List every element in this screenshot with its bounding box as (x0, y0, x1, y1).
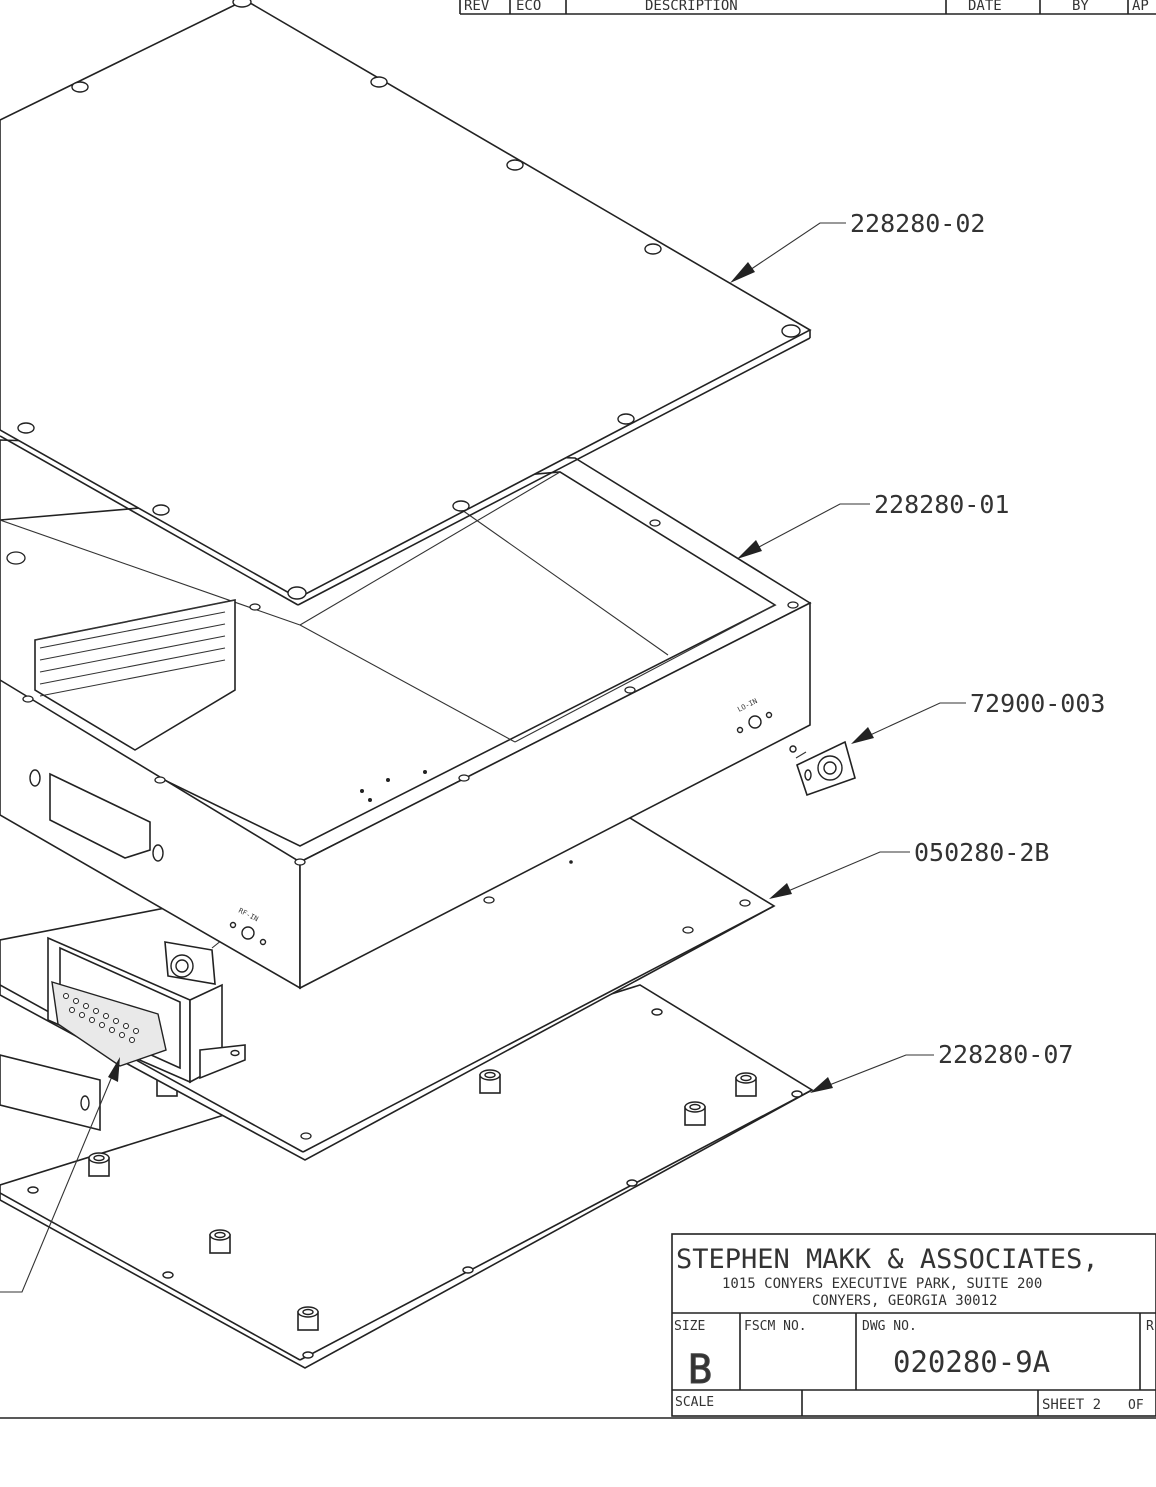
size-value: B (688, 1347, 712, 1393)
of-label: OF (1128, 1398, 1144, 1413)
revision-block: REV ECO DESCRIPTION DATE BY AP (460, 0, 1156, 14)
company-name: STEPHEN MAKK & ASSOCIATES, (676, 1244, 1099, 1275)
sma-connector (790, 742, 855, 795)
fscm-label: FSCM NO. (744, 1319, 807, 1334)
address-line-2: CONYERS, GEORGIA 30012 (812, 1293, 997, 1309)
eco-header: ECO (516, 0, 541, 14)
approved-header: AP (1132, 0, 1149, 14)
description-header: DESCRIPTION (645, 0, 738, 14)
callout-228280-07: 228280-07 (938, 1040, 1073, 1069)
dwg-number: 020280-9A (893, 1345, 1050, 1379)
callout-228280-02: 228280-02 (850, 209, 985, 238)
date-header: DATE (968, 0, 1002, 14)
size-label: SIZE (674, 1319, 705, 1334)
rev-header: REV (464, 0, 490, 14)
callout-050280-2B: 050280-2B (914, 838, 1049, 867)
dwg-label: DWG NO. (862, 1319, 917, 1334)
callout-228280-01: 228280-01 (874, 490, 1009, 519)
rf-connector (165, 940, 222, 984)
rev-label: R (1146, 1319, 1154, 1334)
callouts: 228280-02 228280-01 72900-003 050280-2B … (850, 209, 1105, 1069)
callout-72900-003: 72900-003 (970, 689, 1105, 718)
sheet-label: SHEET 2 (1042, 1397, 1101, 1413)
title-block: STEPHEN MAKK & ASSOCIATES, 1015 CONYERS … (672, 1234, 1156, 1416)
scale-label: SCALE (675, 1395, 714, 1410)
address-line-1: 1015 CONYERS EXECUTIVE PARK, SUITE 200 (722, 1276, 1042, 1292)
by-header: BY (1072, 0, 1089, 14)
